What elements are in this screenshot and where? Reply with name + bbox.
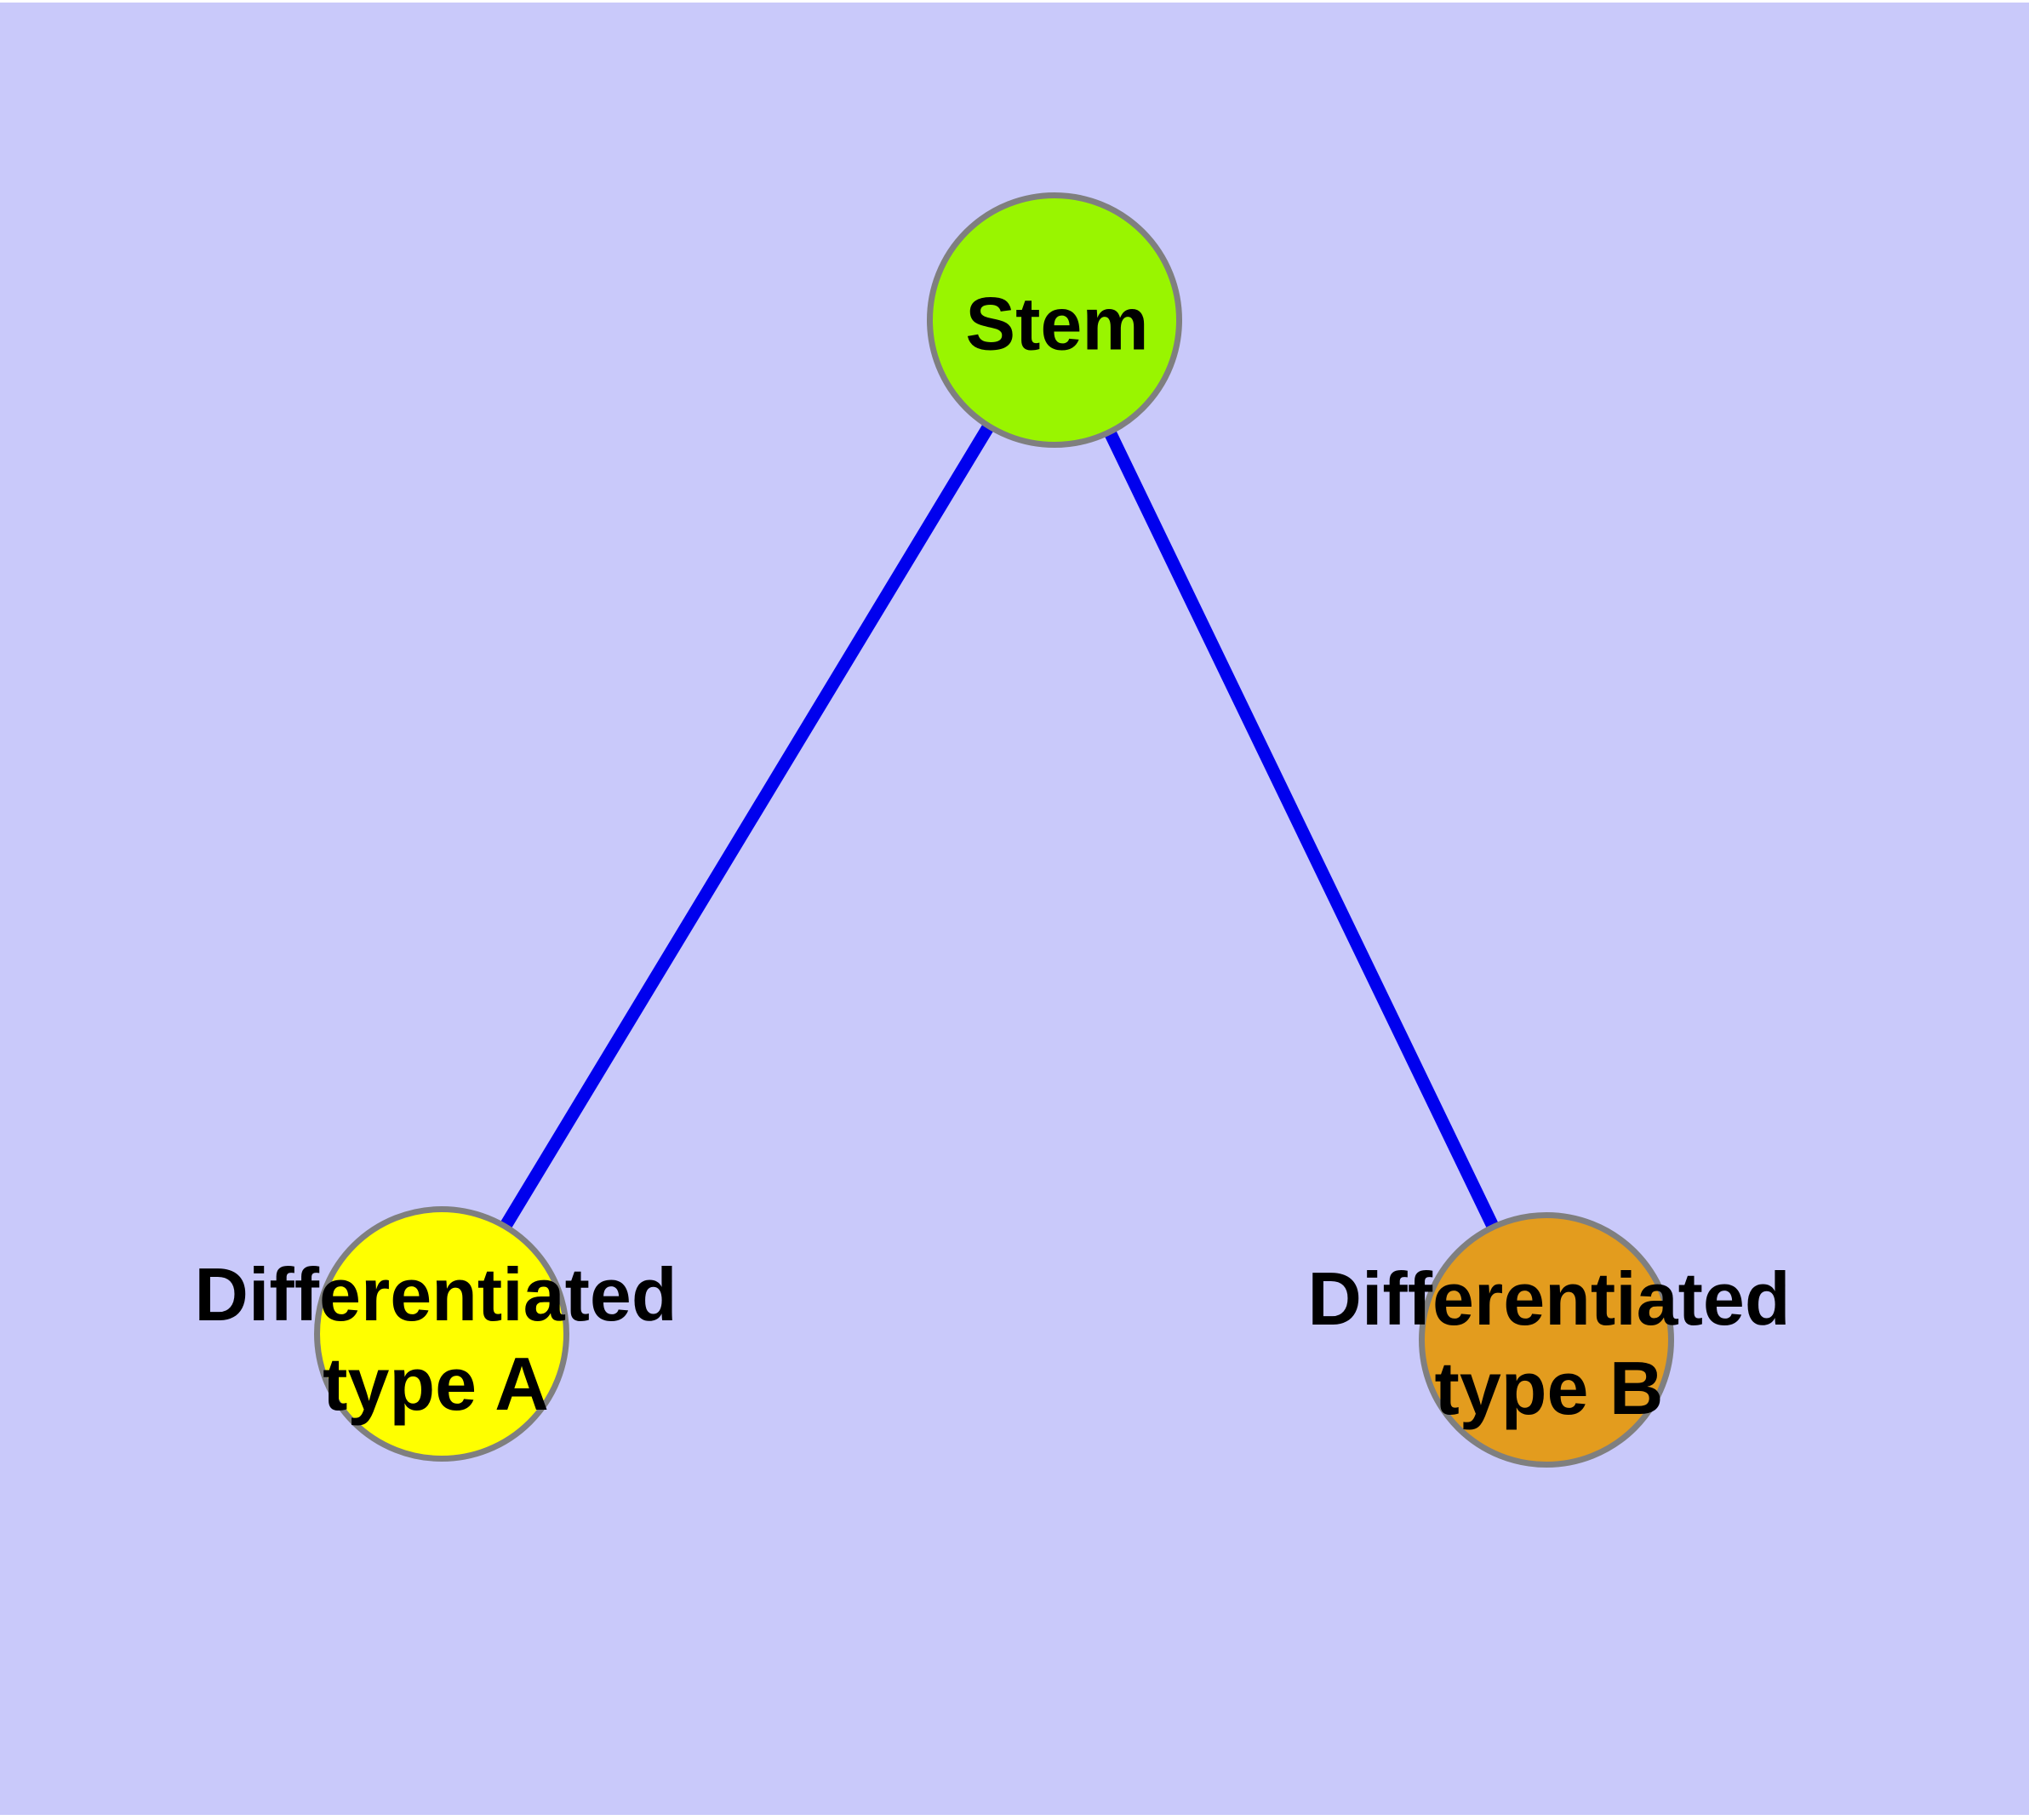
node-stem — [927, 192, 1182, 448]
node-label-line: Stem — [965, 281, 1149, 366]
node-label-line: type A — [323, 1342, 549, 1426]
node-differentiated-type-b — [1419, 1212, 1674, 1468]
node-differentiated-type-a — [314, 1206, 569, 1462]
edge-layer — [436, 314, 1552, 1341]
node-differentiated-type-b-label: Differentiated type B — [1307, 1254, 1790, 1433]
graph-canvas: Stem Differentiated type A Differentiate… — [0, 3, 2029, 1815]
edge-stem-to-type-b — [1049, 314, 1552, 1341]
node-stem-label: Stem — [965, 279, 1148, 369]
node-label-line: type B — [1434, 1346, 1664, 1430]
node-differentiated-type-a-label: Differentiated type A — [194, 1250, 677, 1428]
node-label-line: Differentiated — [194, 1252, 677, 1336]
node-label-line: Differentiated — [1307, 1256, 1791, 1341]
edge-stem-to-type-a — [436, 314, 1060, 1335]
